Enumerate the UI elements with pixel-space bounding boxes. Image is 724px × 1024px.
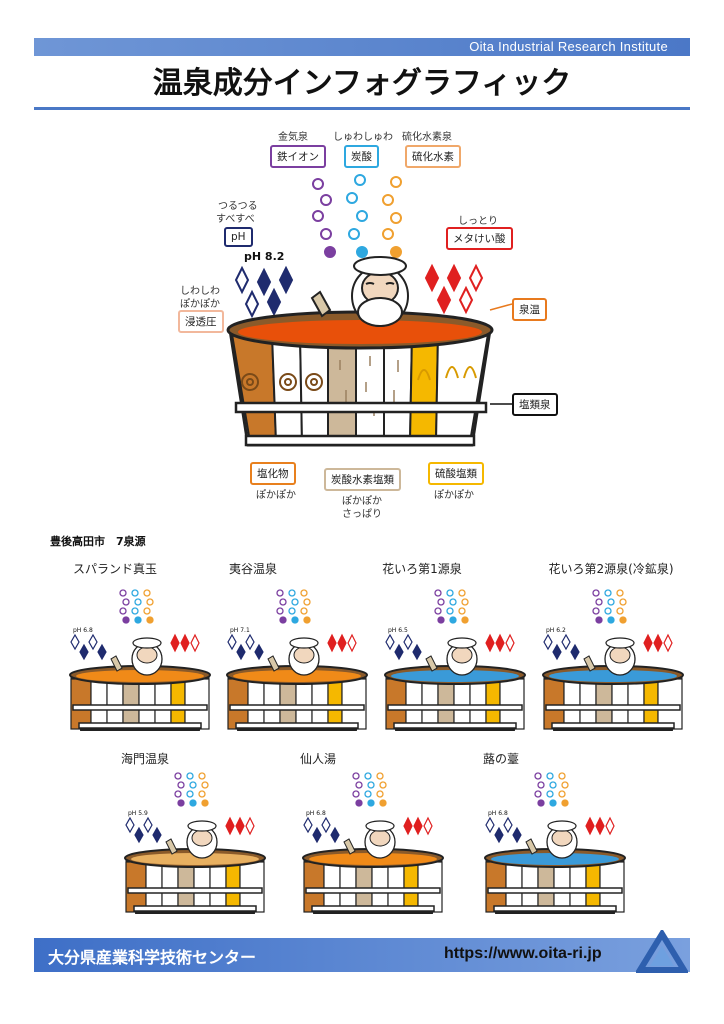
bicarbonate-label: 炭酸水素塩類 [324, 468, 401, 491]
osmotic-caption-2: ぽかぽか [180, 299, 220, 310]
co2-bubbles [346, 174, 368, 258]
spring-thumbnail: pH 7.1 [222, 585, 372, 735]
spring-name: スパランド真玉 [72, 562, 157, 576]
institute-name: Oita Industrial Research Institute [469, 39, 668, 54]
spring-ph-value: pH 6.8 [73, 627, 93, 634]
spring-thumbnail: pH 6.8 [480, 768, 630, 918]
spring-thumbnail: pH 6.8 [298, 768, 448, 918]
iron-caption: 金気泉 [278, 132, 308, 143]
main-bath-illustration [226, 174, 513, 447]
bicarbonate-note-2: さっぱり [342, 509, 382, 520]
spring-thumbnail: pH 5.9 [120, 768, 270, 918]
ph-value: pH 8.2 [244, 250, 285, 263]
osmotic-label: 浸透圧 [178, 310, 224, 333]
silicic-diamonds [424, 263, 484, 315]
spring-thumbnail: pH 6.2 [538, 585, 688, 735]
h2s-bubbles [382, 176, 402, 258]
ph-caption-1: つるつる [218, 201, 258, 212]
co2-label: 炭酸 [344, 145, 379, 168]
header-bar: Oita Industrial Research Institute [34, 38, 690, 56]
spring-thumbnail: pH 6.5 [380, 585, 530, 735]
spring-thumbnail: pH 6.8 [65, 585, 215, 735]
spring-name: 花いろ第2源泉(冷鉱泉) [548, 562, 674, 576]
spring-tub-graphic: pH 7.1 [226, 589, 368, 731]
spring-ph-value: pH 6.8 [306, 810, 326, 817]
footer-url[interactable]: https://www.oita-ri.jp [444, 945, 602, 962]
spring-tub-graphic: pH 6.8 [302, 772, 444, 914]
spring-ph-value: pH 6.5 [388, 627, 408, 634]
iron-bubbles [312, 178, 336, 258]
spring-name: 海門温泉 [120, 752, 169, 766]
spring-tub-graphic: pH 6.5 [384, 589, 526, 731]
spring-ph-value: pH 7.1 [230, 627, 250, 634]
chloride-note: ぽかぽか [256, 490, 296, 501]
spring-tub-graphic: pH 5.9 [124, 772, 266, 914]
silicic-caption: しっとり [458, 216, 498, 227]
bather [310, 256, 409, 327]
co2-caption: しゅわしゅわ [333, 132, 393, 143]
sulfate-label: 硫酸塩類 [428, 462, 484, 485]
spring-ph-value: pH 5.9 [128, 810, 148, 817]
oiri-logo-icon [636, 930, 688, 973]
footer-org: 大分県産業科学技術センター [48, 948, 257, 967]
spring-tub-graphic: pH 6.8 [484, 772, 626, 914]
spring-name: 花いろ第1源泉 [382, 562, 462, 576]
osmotic-caption-1: しわしわ [180, 286, 220, 297]
ph-diamonds [234, 265, 294, 319]
ph-label: pH [224, 227, 253, 247]
spring-ph-value: pH 6.8 [488, 810, 508, 817]
ph-caption-2: すべすべ [216, 214, 255, 225]
spring-name: 夷谷温泉 [228, 562, 277, 576]
h2s-caption: 硫化水素泉 [402, 132, 452, 143]
title-divider [34, 107, 690, 110]
spring-name: 蕗の薹 [482, 752, 519, 766]
footer-bar: 大分県産業科学技術センター https://www.oita-ri.jp [34, 938, 690, 972]
bicarbonate-note-1: ぽかぽか [342, 496, 382, 507]
chloride-label: 塩化物 [250, 462, 296, 485]
temp-label: 泉温 [512, 298, 547, 321]
logo-text: OIRI [640, 966, 659, 975]
iron-label: 鉄イオン [270, 145, 326, 168]
section-title: 豊後高田市 7泉源 [50, 535, 146, 548]
spring-tub-graphic: pH 6.2 [542, 589, 684, 731]
page-title: 温泉成分インフォグラフィック [152, 66, 572, 101]
spring-ph-value: pH 6.2 [546, 627, 566, 634]
h2s-label: 硫化水素 [405, 145, 461, 168]
chloride-type-label: 塩類泉 [512, 393, 558, 416]
spring-tub-graphic: pH 6.8 [69, 589, 211, 731]
spring-name: 仙人湯 [299, 752, 336, 766]
tub-staves [230, 333, 490, 443]
sulfate-note: ぽかぽか [434, 490, 474, 501]
silicic-label: メタけい酸 [446, 227, 513, 250]
